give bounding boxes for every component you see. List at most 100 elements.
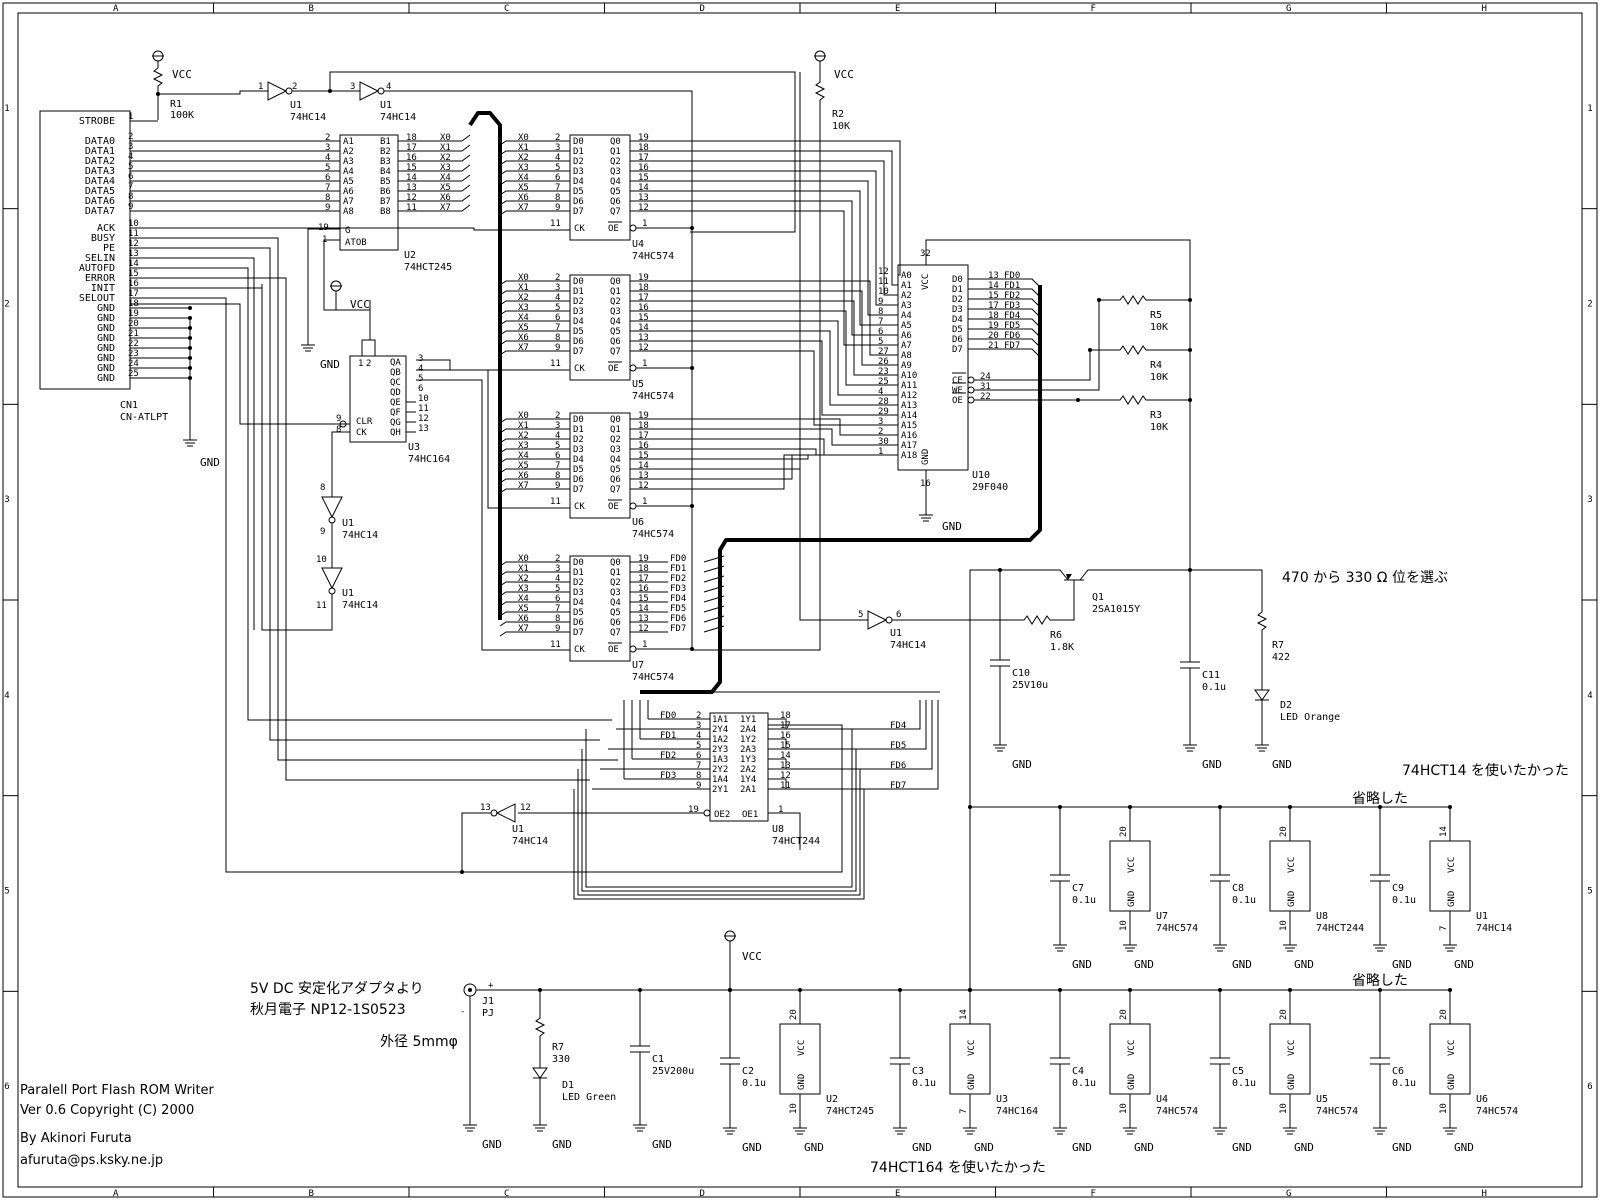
u8-l-num: 2 — [696, 711, 701, 721]
latch-d-num: 7 — [555, 183, 560, 193]
u10-a-pin: A7 — [901, 341, 912, 351]
u8-l-pin: 1A1 — [712, 715, 728, 725]
u3-q-num: 13 — [418, 424, 429, 434]
latch-x-net: X5 — [518, 461, 529, 471]
latch-x-net: X7 — [518, 624, 529, 634]
chip-gnd-pin: GND — [1447, 891, 1457, 907]
fd-bus — [640, 285, 1042, 694]
frame-row-left: 1 — [4, 104, 9, 114]
u10-a-num: 23 — [878, 367, 889, 377]
latch-x-net: X6 — [518, 471, 529, 481]
u10-d-num: 13 — [988, 271, 999, 281]
u1d-ref: U1 — [342, 588, 354, 599]
latch-ref: U7 — [632, 660, 644, 671]
u8-l-num: 4 — [696, 731, 701, 741]
u8-fd-left: FD2 — [660, 751, 676, 761]
latch-d-pin: D1 — [573, 425, 584, 435]
u2-a-pin: A6 — [343, 187, 354, 197]
u3-q-num: 6 — [418, 384, 423, 394]
latch-d-pin: D2 — [573, 297, 584, 307]
latch-x-net: X1 — [518, 421, 529, 431]
cn1-pin-name: GND — [97, 363, 115, 374]
q1-ref: Q1 — [1092, 592, 1104, 603]
gnd-c1: GND — [652, 1138, 672, 1151]
latch-u7 — [569, 555, 631, 662]
latch-x-net: X1 — [518, 564, 529, 574]
u10-a-pin: A15 — [901, 421, 917, 431]
latch-u6 — [569, 412, 631, 519]
cap-gnd: GND — [742, 1141, 762, 1154]
u2-b-pin: B3 — [380, 157, 391, 167]
latch-x-net: X3 — [518, 584, 529, 594]
power-source-line2: 秋月電子 NP12-1S0523 — [250, 1002, 406, 1018]
u1a-value: 74HC14 — [290, 112, 326, 123]
u8-r-pin: 2A1 — [740, 785, 756, 795]
cn1-pin-num: 23 — [128, 349, 139, 359]
svg-text:10: 10 — [316, 555, 327, 565]
u10-d-num: 20 — [988, 331, 999, 341]
latch-oe-pin: OE — [608, 502, 619, 512]
chip-ref: U2 — [826, 1094, 838, 1105]
cn1-pin-name: ACK — [97, 223, 115, 234]
latch-q-num: 13 — [638, 614, 649, 624]
chip-gnd-pin: GND — [1127, 1074, 1137, 1090]
cn1-pin-num: 12 — [128, 239, 139, 249]
u10-fd-net: FD1 — [1004, 281, 1020, 291]
u10-a-pin: A6 — [901, 331, 912, 341]
latch-d-pin: D6 — [573, 475, 584, 485]
latch-q-pin: Q1 — [610, 568, 621, 578]
cn1-pin-num: 6 — [128, 172, 133, 182]
latch-q-num: 13 — [638, 333, 649, 343]
frame-col-bottom: E — [895, 1189, 900, 1199]
latch-d-num: 6 — [555, 173, 560, 183]
cap-value: 0.1u — [1072, 895, 1096, 906]
frame-col-bottom: C — [504, 1189, 509, 1199]
latch-ck-num: 11 — [550, 497, 561, 507]
frame-row-left: 2 — [4, 300, 9, 310]
title-line-4: afuruta@ps.ksky.ne.jp — [20, 1153, 163, 1168]
r1-pullup: VCC R1 100K — [152, 50, 268, 121]
latch-q-pin: Q5 — [610, 465, 621, 475]
frame-col-top: D — [700, 4, 705, 14]
u10-d-pin: D2 — [952, 295, 963, 305]
cn1-pin-num: 14 — [128, 259, 139, 269]
svg-text:16: 16 — [920, 479, 931, 489]
latch-q-pin: Q2 — [610, 297, 621, 307]
cn1-pin-name: GND — [97, 313, 115, 324]
latch-fd-net: FD1 — [670, 564, 686, 574]
latch-q-pin: Q5 — [610, 608, 621, 618]
latch-d-pin: D3 — [573, 307, 584, 317]
u10-d-pin: D6 — [952, 335, 963, 345]
latch-q-num: 19 — [638, 133, 649, 143]
cn1-pin-name: GND — [97, 353, 115, 364]
latch-ck-pin: CK — [574, 502, 585, 512]
frame-row-left: 4 — [4, 691, 9, 701]
cap-gnd: GND — [1072, 958, 1092, 971]
u10-ref: U10 — [972, 470, 990, 481]
u2-x-net: X4 — [440, 173, 451, 183]
u1a-ref: U1 — [290, 100, 302, 111]
power-source-line1: 5V DC 安定化アダプタより — [250, 981, 424, 997]
frame-col-top: C — [504, 4, 509, 14]
u3-ck-pin: CK — [356, 428, 367, 438]
chip-vcc-pin: VCC — [797, 1040, 807, 1056]
u1d-value: 74HC14 — [342, 600, 378, 611]
chip-gnd: GND — [804, 1141, 824, 1154]
u10-d-num: 18 — [988, 311, 999, 321]
latch-d-pin: D7 — [573, 628, 584, 638]
u2-a-pin: A4 — [343, 167, 354, 177]
u10-a-pin: A16 — [901, 431, 917, 441]
c11-ref: C11 — [1202, 670, 1220, 681]
chip-gnd-num: 10 — [1119, 920, 1129, 931]
u10-d-pin: D0 — [952, 275, 963, 285]
u2-b-num: 14 — [406, 173, 417, 183]
u3-value: 74HC164 — [408, 454, 450, 465]
u10-a-num: 27 — [878, 347, 889, 357]
latch-d-num: 7 — [555, 604, 560, 614]
u2-a-num: 2 — [325, 133, 330, 143]
cap-ref: C7 — [1072, 883, 1084, 894]
r7a-value: 422 — [1272, 652, 1290, 663]
u10-ctl-num: 24 — [980, 372, 991, 382]
latch-q-num: 19 — [638, 411, 649, 421]
cn1-pin-name: ERROR — [85, 273, 116, 284]
